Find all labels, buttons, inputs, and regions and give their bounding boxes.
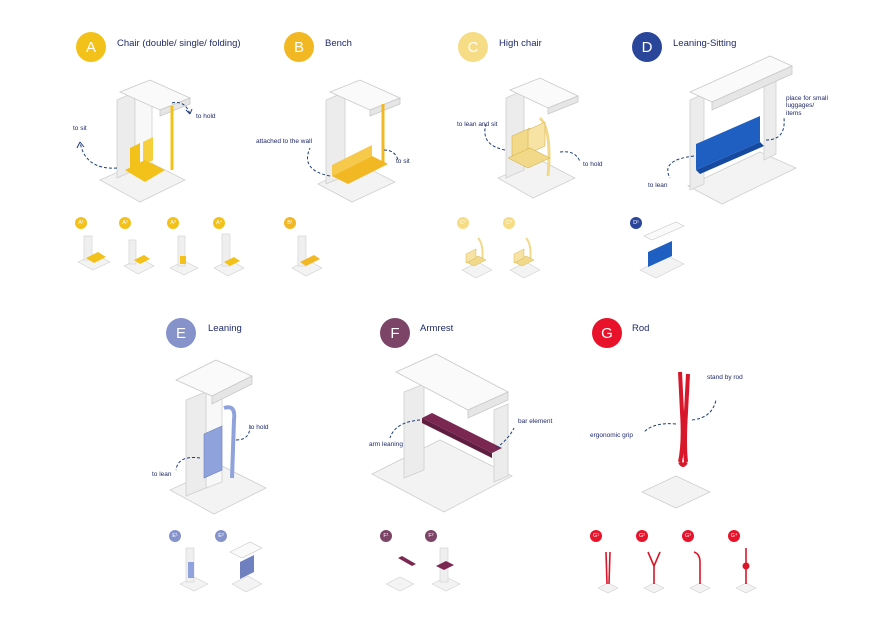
variant-badge-g3: G³: [682, 530, 694, 542]
title-b: Bench: [325, 38, 352, 49]
variant-badge-g4: G⁴: [728, 530, 740, 542]
variant-badge-a4: A⁴: [213, 217, 225, 229]
note-a-1: to sit: [73, 125, 87, 132]
note-g-1: stand by rod: [707, 374, 743, 381]
badge-g: G: [592, 318, 622, 348]
badge-c: C: [458, 32, 488, 62]
note-d-1: place for small luggages/ items: [786, 95, 828, 117]
title-c: High chair: [499, 38, 542, 49]
badge-e: E: [166, 318, 196, 348]
title-d: Leaning-Sitting: [673, 38, 737, 49]
badge-d: D: [632, 32, 662, 62]
variant-badge-e2: E²: [215, 530, 227, 542]
badge-b: B: [284, 32, 314, 62]
note-c-1: to lean and sit: [457, 121, 498, 128]
title-g: Rod: [632, 323, 650, 334]
badge-f: F: [380, 318, 410, 348]
note-e-2: to lean: [152, 471, 172, 478]
variant-badge-c1: C¹: [457, 217, 469, 229]
variant-badge-a3: A³: [167, 217, 179, 229]
note-d-2: to lean: [648, 182, 668, 189]
title-f: Armrest: [420, 323, 454, 334]
variant-badge-c2: C²: [503, 217, 515, 229]
title-e: Leaning: [208, 323, 242, 334]
variant-badge-f2: F²: [425, 530, 437, 542]
title-a: Chair (double/ single/ folding): [117, 38, 241, 49]
variant-badge-d1: D¹: [630, 217, 642, 229]
variant-badge-e1: E¹: [169, 530, 181, 542]
note-f-1: bar element: [518, 418, 553, 425]
note-g-2: ergonomic grip: [590, 432, 633, 439]
note-f-2: arm leaning: [369, 441, 403, 448]
note-b-1: attached to the wall: [256, 138, 313, 145]
note-e-1: to hold: [249, 424, 269, 431]
variant-badge-a2: A²: [119, 217, 131, 229]
note-c-2: to hold: [583, 161, 603, 168]
variant-badge-g2: G²: [636, 530, 648, 542]
note-a-2: to hold: [196, 113, 216, 120]
variant-badge-a1: A¹: [75, 217, 87, 229]
variant-badge-b1: B¹: [284, 217, 296, 229]
variant-badge-f1: F¹: [380, 530, 392, 542]
variant-badge-g1: G¹: [590, 530, 602, 542]
badge-a: A: [76, 32, 106, 62]
note-b-2: to sit: [396, 158, 410, 165]
